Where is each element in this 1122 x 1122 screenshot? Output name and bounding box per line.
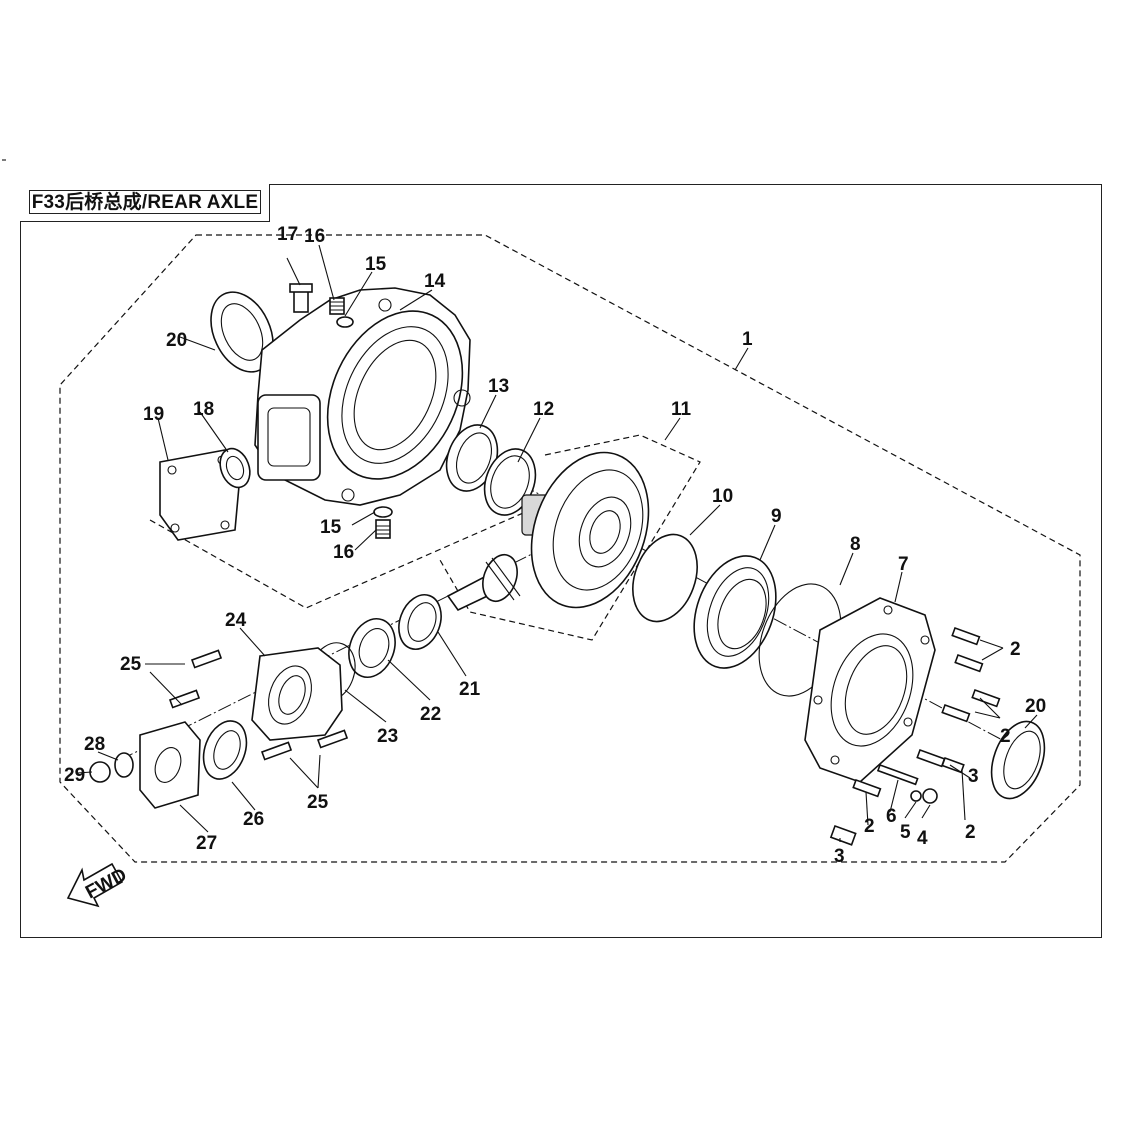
callout-3: 3: [834, 846, 845, 867]
callout-2: 2: [864, 816, 875, 837]
callout-9: 9: [771, 506, 782, 527]
callout-10: 10: [712, 486, 733, 507]
diagram-frame: [20, 184, 1102, 938]
drain-plug-16-bottom: [375, 519, 391, 539]
callout-25: 25: [307, 792, 329, 813]
callout-29: 29: [64, 765, 85, 786]
flange-27: [139, 721, 201, 809]
housing-group-boundary: [149, 509, 531, 609]
fwd-arrow: FWD: [66, 862, 130, 908]
callout-4: 4: [917, 828, 928, 849]
callout-2: 2: [965, 822, 976, 843]
bearing-9: [693, 555, 777, 669]
bolt-2-a: [951, 626, 981, 646]
bolt-2-e: [941, 756, 965, 774]
leader-lines: [76, 244, 1038, 842]
breather-17: [289, 283, 313, 313]
callout-26: 26: [243, 809, 264, 830]
callout-19: 19: [143, 404, 164, 425]
callout-8: 8: [850, 534, 861, 555]
bolt-2-b: [954, 653, 984, 673]
bolt-2-f: [852, 778, 882, 798]
callout-6: 6: [886, 806, 897, 827]
callout-16: 16: [304, 226, 325, 247]
callout-28: 28: [84, 734, 105, 755]
callout-2: 2: [1010, 639, 1021, 660]
washer-28: [114, 752, 134, 778]
oil-seal-20-left: [210, 291, 274, 373]
bolt-25-d: [316, 729, 349, 749]
callout-1: 1: [742, 329, 753, 350]
bolt-25-a: [190, 649, 223, 669]
bolt-3-b: [829, 824, 857, 846]
cover-7: [804, 597, 936, 783]
callout-22: 22: [420, 704, 441, 725]
gear-group-boundary-11: [439, 434, 701, 641]
drain-plug-16-top: [329, 297, 345, 315]
callout-labels: 1 2 2 2 2 3 3 4 5 6 7 8 9 10 11 12 13 14…: [64, 224, 1046, 867]
pinion-gear: [446, 553, 521, 612]
callout-11: 11: [671, 399, 692, 420]
callout-20: 20: [166, 330, 187, 351]
callout-21: 21: [459, 679, 481, 700]
washer-15-top: [336, 316, 354, 328]
callout-13: 13: [488, 376, 509, 397]
callout-15: 15: [365, 254, 387, 275]
title-inner-border: F33后桥总成/REAR AXLE: [29, 190, 261, 214]
callout-5: 5: [900, 822, 911, 843]
washer-15-bottom: [373, 506, 393, 518]
callout-7: 7: [898, 554, 909, 575]
stud-6: [876, 763, 919, 786]
bearing-18: [219, 447, 251, 489]
bolt-25-b: [168, 689, 201, 709]
o-ring-10: [632, 533, 698, 623]
axle-housing-14: [254, 287, 471, 506]
callout-27: 27: [196, 833, 217, 854]
callout-18: 18: [193, 399, 214, 420]
assembly-boundary-1: [59, 234, 1081, 863]
callout-17: 17: [277, 224, 298, 245]
callout-3: 3: [968, 766, 979, 787]
oil-seal-20-right: [990, 720, 1046, 800]
ring-gear-11: [521, 451, 650, 609]
callout-23: 23: [377, 726, 398, 747]
bearing-22: [348, 618, 396, 678]
callout-24: 24: [225, 610, 247, 631]
page-title: F33后桥总成/REAR AXLE: [31, 192, 259, 213]
callout-12: 12: [533, 399, 554, 420]
bolt-25-c: [260, 741, 293, 761]
washer-5: [910, 790, 922, 802]
seal-26: [202, 720, 248, 780]
nut-29: [89, 761, 111, 783]
callout-20: 20: [1025, 696, 1046, 717]
needle-bearing-13: [445, 424, 499, 492]
seal-21: [398, 594, 442, 650]
callout-15: 15: [320, 517, 342, 538]
callout-2: 2: [1000, 726, 1011, 747]
bolt-3-a: [916, 748, 946, 768]
bolt-2-d: [941, 703, 971, 723]
callout-14: 14: [424, 271, 446, 292]
pinion-housing-24: [251, 647, 343, 741]
title-box: F33后桥总成/REAR AXLE: [20, 184, 270, 222]
callout-16: 16: [333, 542, 354, 563]
callout-25: 25: [120, 654, 142, 675]
nut-4: [922, 788, 938, 804]
